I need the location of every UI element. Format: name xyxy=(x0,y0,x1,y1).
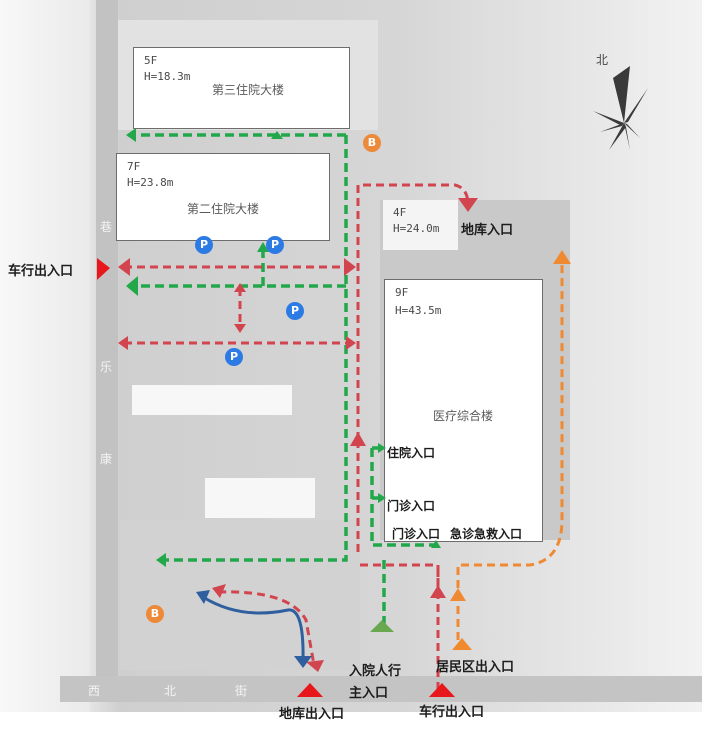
outpatient-entry-front-label: 门诊入口 xyxy=(392,527,441,541)
building-annex: 4F H=24.0m xyxy=(383,200,458,250)
building-floors: 7F xyxy=(127,160,141,173)
parking-icon: P xyxy=(225,348,243,366)
building-name: 医疗综合楼 xyxy=(433,409,494,423)
road-xibei-street xyxy=(60,676,702,702)
underground-entry-label: 地库入口 xyxy=(461,223,514,238)
residential-building xyxy=(132,385,292,415)
site-block xyxy=(120,520,360,670)
underground-exit-label: 地库出入口 xyxy=(279,707,345,722)
parking-icon: P xyxy=(195,236,213,254)
bus-stop-icon: B xyxy=(146,605,164,623)
parking-icon: P xyxy=(286,302,304,320)
street-label-char: 西 xyxy=(88,684,101,698)
inpatient-entry-label: 住院入口 xyxy=(387,446,436,460)
building-second-inpatient: 7F H=23.8m 第二住院大楼 xyxy=(116,153,330,241)
building-name: 第二住院大楼 xyxy=(187,202,260,216)
outpatient-entry-side-label: 门诊入口 xyxy=(387,499,436,513)
pedestrian-main-entrance-label-line2: 主入口 xyxy=(349,686,389,701)
street-label-char: 北 xyxy=(164,684,177,698)
building-height: H=18.3m xyxy=(144,70,191,83)
building-height: H=43.5m xyxy=(395,304,442,317)
street-label-char: 乐 xyxy=(100,360,113,374)
building-height: H=24.0m xyxy=(393,222,440,235)
street-label-char: 巷 xyxy=(100,220,113,234)
building-name: 第三住院大楼 xyxy=(212,83,285,97)
emergency-entry-label: 急诊急救入口 xyxy=(450,527,523,541)
vehicle-entrance-south-label: 车行出入口 xyxy=(419,705,485,720)
building-floors: 9F xyxy=(395,286,409,299)
left-fade xyxy=(0,0,90,712)
street-label-char: 街 xyxy=(235,684,248,698)
residential-building xyxy=(205,478,315,518)
north-label: 北 xyxy=(596,53,609,67)
pedestrian-main-entrance-label: 入院人行 xyxy=(349,664,402,679)
building-height: H=23.8m xyxy=(127,176,174,189)
road-kangle-lane xyxy=(96,0,118,690)
building-floors: 5F xyxy=(144,54,158,67)
building-floors: 4F xyxy=(393,206,407,219)
building-medical-complex: 9F H=43.5m 医疗综合楼 xyxy=(384,279,543,542)
bus-stop-icon: B xyxy=(363,134,381,152)
building-third-inpatient: 5F H=18.3m 第三住院大楼 xyxy=(133,47,350,129)
residential-gate-label: 居民区出入口 xyxy=(436,660,515,675)
street-label-char: 康 xyxy=(100,452,113,466)
vehicle-entrance-west-label: 车行出入口 xyxy=(8,264,74,279)
parking-icon: P xyxy=(266,236,284,254)
